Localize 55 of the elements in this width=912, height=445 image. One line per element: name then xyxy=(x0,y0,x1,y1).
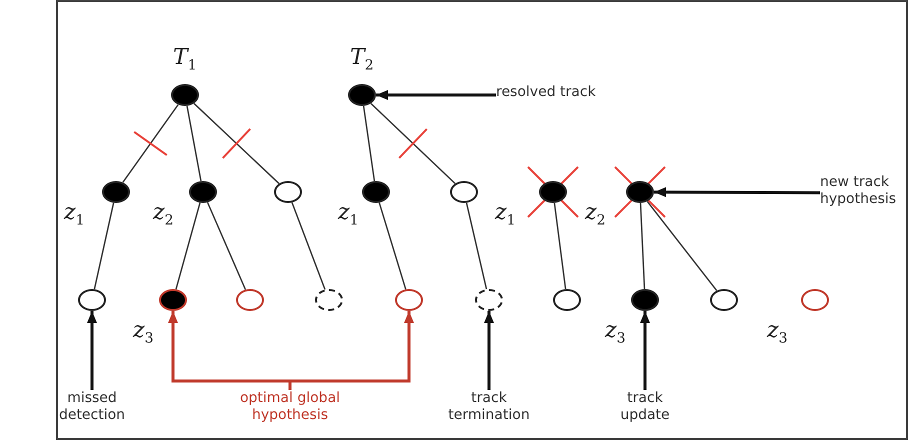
variable-label: z$_{3}$ xyxy=(767,320,788,346)
circle-node xyxy=(315,289,343,311)
circle-node xyxy=(159,289,187,311)
tree-branch xyxy=(186,106,202,182)
variable-label: z$_{1}$ xyxy=(495,202,516,228)
circle-node xyxy=(450,181,478,203)
variable-label: z$_{3}$ xyxy=(605,320,626,346)
circle-node xyxy=(395,289,423,311)
tree-branch xyxy=(362,106,376,182)
tree-branch xyxy=(94,202,114,290)
tree-branch xyxy=(206,202,246,290)
variable-label: z$_{1}$ xyxy=(64,202,85,228)
tree-branch xyxy=(175,202,201,290)
annotation-text: track update xyxy=(605,390,685,430)
tree-branch xyxy=(193,102,280,184)
circle-node xyxy=(274,181,302,203)
annotation-text: missed detection xyxy=(44,390,140,430)
circle-node xyxy=(553,289,581,311)
circle-node xyxy=(362,181,390,203)
circle-node xyxy=(236,289,264,311)
tree-branch xyxy=(640,202,646,290)
variable-label: z$_{2}$ xyxy=(585,202,606,228)
annotation-text: optimal global hypothesis xyxy=(220,390,360,430)
circle-node xyxy=(801,289,829,311)
arrow xyxy=(484,311,494,390)
tree-branch xyxy=(370,102,456,184)
tree-branch xyxy=(291,202,326,290)
variable-label: T$_{1}$ xyxy=(173,47,197,72)
annotation-text: new track hypothesis xyxy=(820,174,906,212)
arrow xyxy=(288,311,414,390)
variable-label: z$_{1}$ xyxy=(338,202,359,228)
annotation-text: track termination xyxy=(434,390,544,430)
circle-node xyxy=(78,289,106,311)
circle-node xyxy=(710,289,738,311)
arrow xyxy=(376,90,496,100)
circle-node xyxy=(348,84,376,106)
arrow xyxy=(654,187,820,198)
circle-node xyxy=(631,289,659,311)
tree-branch xyxy=(554,202,566,290)
tree-branch xyxy=(646,200,718,292)
circle-node xyxy=(475,289,503,311)
arrow xyxy=(640,311,650,390)
variable-label: T$_{2}$ xyxy=(350,47,374,72)
annotation-text: resolved track xyxy=(496,84,626,106)
circle-node xyxy=(626,181,654,203)
tree-branch xyxy=(378,202,406,290)
circle-node xyxy=(102,181,130,203)
arrow xyxy=(87,311,97,390)
circle-node xyxy=(539,181,567,203)
tree-branch xyxy=(122,104,179,183)
circle-node xyxy=(189,181,217,203)
variable-label: z$_{3}$ xyxy=(133,320,154,346)
circle-node xyxy=(171,84,199,106)
tree-branch xyxy=(466,202,488,290)
variable-label: z$_{2}$ xyxy=(153,202,174,228)
